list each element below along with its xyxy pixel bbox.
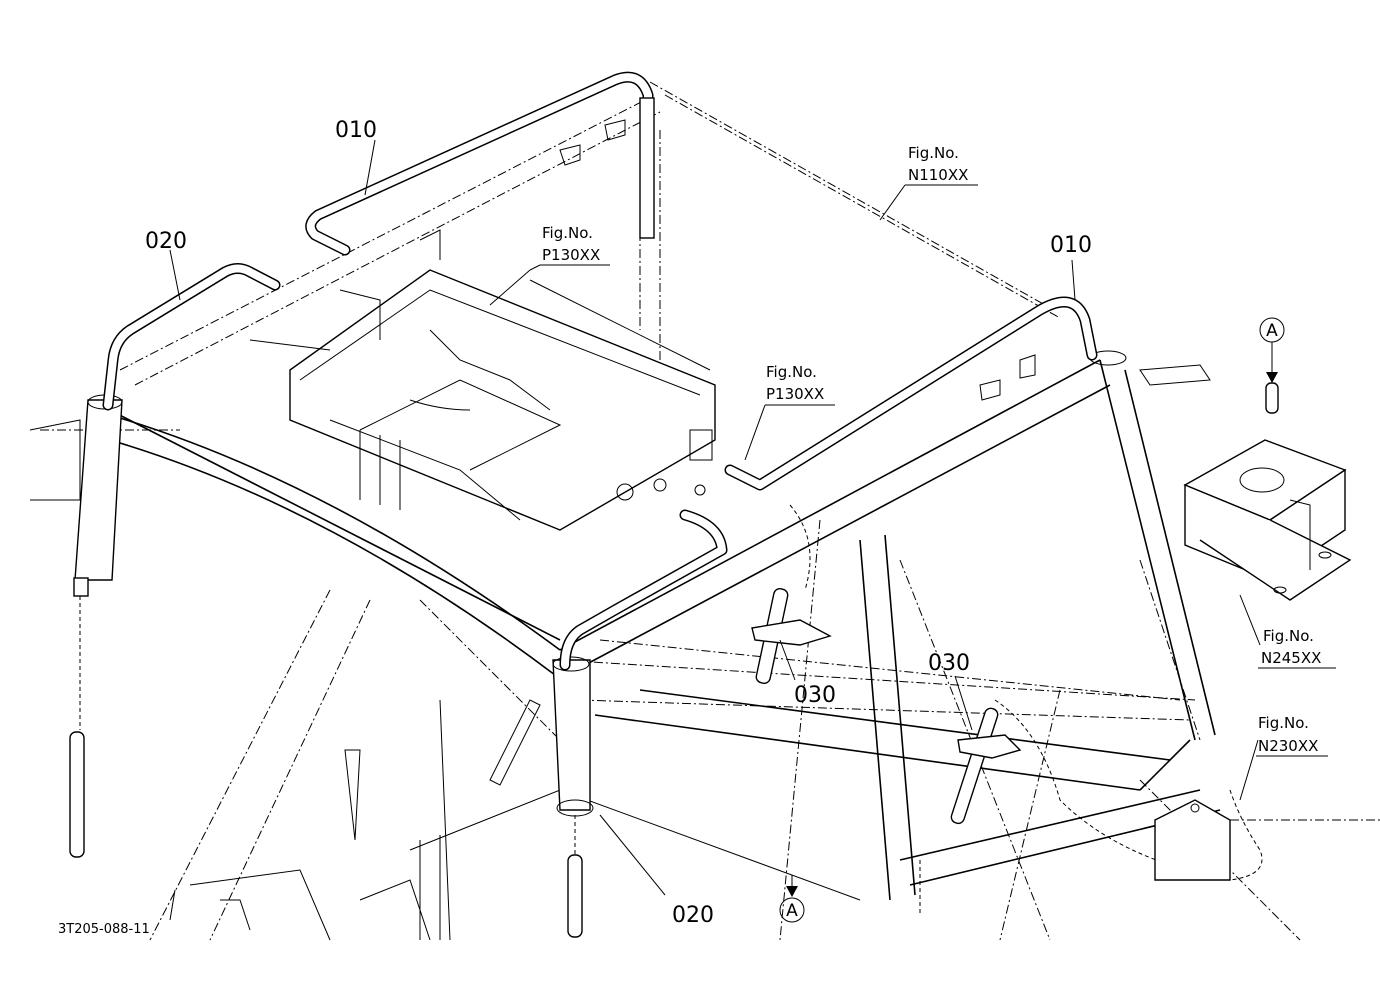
front-crossbar <box>99 359 1111 676</box>
lower-frame <box>409 689 1221 941</box>
fig-no-n245xx-caption: Fig.No. <box>1263 627 1314 645</box>
fig-n110xx-label: N110XX <box>908 166 968 184</box>
handrail-010-top <box>305 71 655 256</box>
fig-n245xx-label: N245XX <box>1261 649 1321 667</box>
mount-bracket-n245xx <box>1183 342 1352 601</box>
fig-no-p130xx-mid-caption: Fig.No. <box>766 363 817 381</box>
part-010-right-label: 010 <box>1050 233 1092 258</box>
clamp-030-right <box>950 707 1022 825</box>
fig-p130xx-top-label: P130XX <box>542 246 600 264</box>
handrail-020-center <box>559 509 728 671</box>
fig-no-n230xx-caption: Fig.No. <box>1258 714 1309 732</box>
ref-a-bottom-label: A <box>786 901 798 921</box>
ref-a-marker-bottom: A <box>779 897 805 923</box>
drawing-code-label: 3T205-088-11 <box>58 922 150 937</box>
handrail-020-left <box>102 263 281 411</box>
central-unit-box <box>289 269 716 531</box>
lower-left-assembly <box>189 869 431 941</box>
lower-right-bracket <box>1154 799 1231 881</box>
handrail-010-right <box>724 296 1098 491</box>
fig-no-n110xx-caption: Fig.No. <box>908 144 959 162</box>
fig-n230xx-label: N230XX <box>1258 737 1318 755</box>
part-030-right-label: 030 <box>928 651 970 676</box>
part-010-top-label: 010 <box>335 118 377 143</box>
right-upright-post <box>859 359 1216 901</box>
part-020-bottom-label: 020 <box>672 903 714 928</box>
clamp-030-center <box>751 588 832 684</box>
center-socket <box>552 656 594 938</box>
ref-a-marker-top: A <box>1259 317 1285 343</box>
fig-no-p130xx-top-caption: Fig.No. <box>542 224 593 242</box>
left-socket <box>69 394 123 858</box>
ref-a-top-label: A <box>1266 321 1278 341</box>
fig-p130xx-mid-label: P130XX <box>766 385 824 403</box>
fig-ref-underlines <box>540 184 1336 757</box>
leader-lines <box>169 139 1261 921</box>
brackets <box>29 119 1211 841</box>
part-020-left-label: 020 <box>145 229 187 254</box>
part-030-center-label: 030 <box>794 683 836 708</box>
